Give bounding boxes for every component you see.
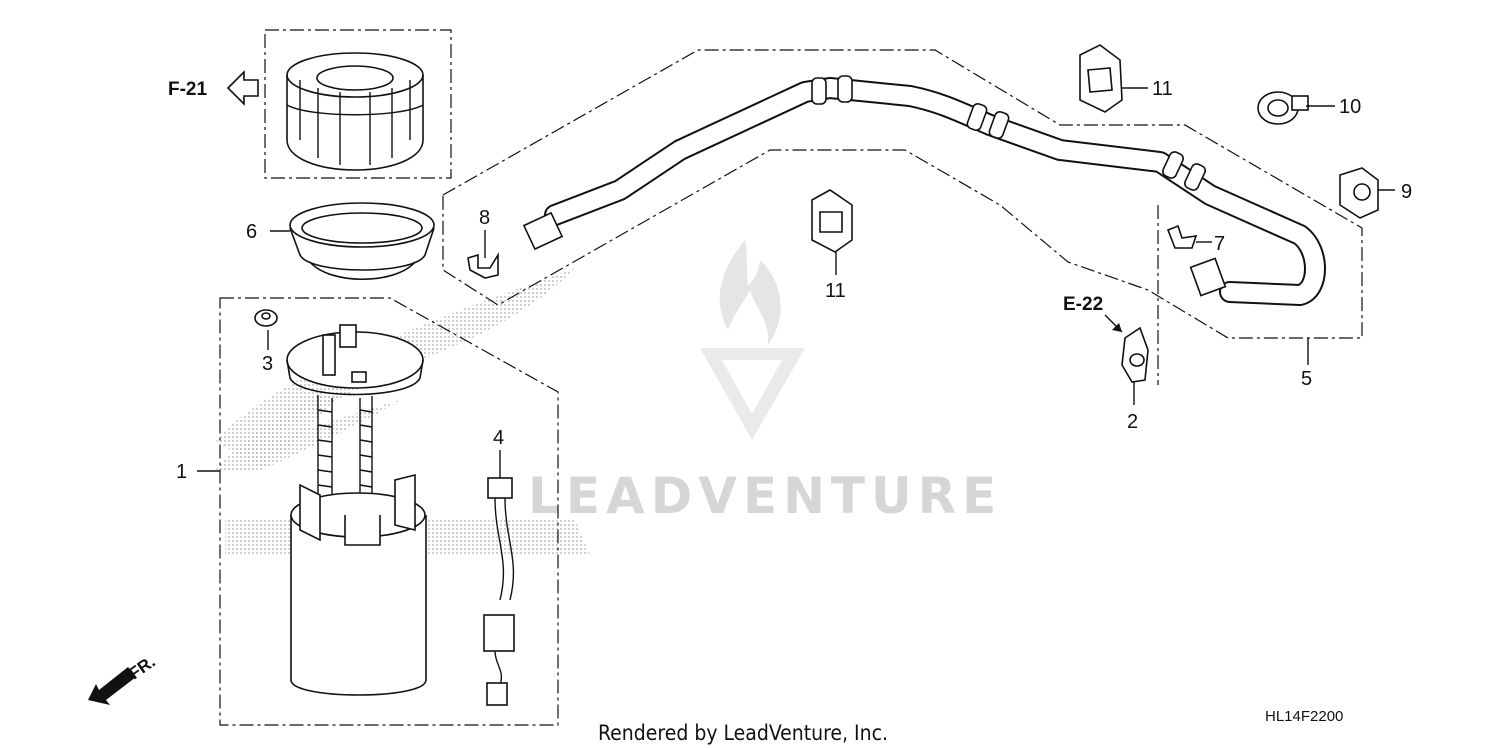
callout-10: 10 [1339, 96, 1361, 118]
ref-e22: E-22 [1063, 294, 1103, 315]
leader-lines [197, 87, 1395, 478]
front-direction-arrow [88, 667, 136, 705]
part-10-clamp [1257, 91, 1309, 125]
callout-11-lower: 11 [825, 280, 846, 302]
part-3-nut [254, 309, 278, 327]
fuel-pump-frame [219, 297, 559, 726]
part-2-clip [1121, 326, 1149, 383]
part-6-seal-ring [289, 202, 435, 281]
callout-8: 8 [479, 207, 490, 229]
callout-1: 1 [176, 461, 187, 483]
callout-2: 2 [1127, 411, 1138, 433]
rendered-by-credit: Rendered by LeadVenture, Inc. [598, 721, 888, 745]
callout-4: 4 [493, 427, 504, 449]
part-7-clip [1166, 224, 1198, 249]
callout-6: 6 [246, 221, 257, 243]
filler-guard [286, 52, 424, 171]
callout-3: 3 [262, 353, 273, 375]
part-4-wire-harness [483, 477, 515, 706]
part-8-clip [467, 252, 499, 279]
part-11-clip-lower [811, 189, 853, 253]
callout-9: 9 [1401, 181, 1412, 203]
callout-7: 7 [1214, 233, 1225, 255]
leadventure-flame-logo [700, 240, 805, 440]
part-5-fuel-hose [522, 75, 1326, 306]
part-9-clamp [1339, 167, 1379, 219]
ref-f21: F-21 [168, 79, 208, 100]
part-1-fuel-pump [286, 324, 427, 696]
cap-detail-frame [264, 29, 452, 179]
fuel-hose-frame [442, 49, 1363, 339]
callout-11-upper: 11 [1152, 78, 1173, 100]
e22-arrowhead [1112, 323, 1122, 332]
diagram-code: HL14F2200 [1265, 708, 1343, 725]
part-11-clip-upper [1079, 44, 1123, 113]
f21-reference-arrow [226, 70, 259, 106]
callout-5: 5 [1301, 368, 1312, 390]
watermark-text: LEADVENTURE [528, 467, 1002, 525]
